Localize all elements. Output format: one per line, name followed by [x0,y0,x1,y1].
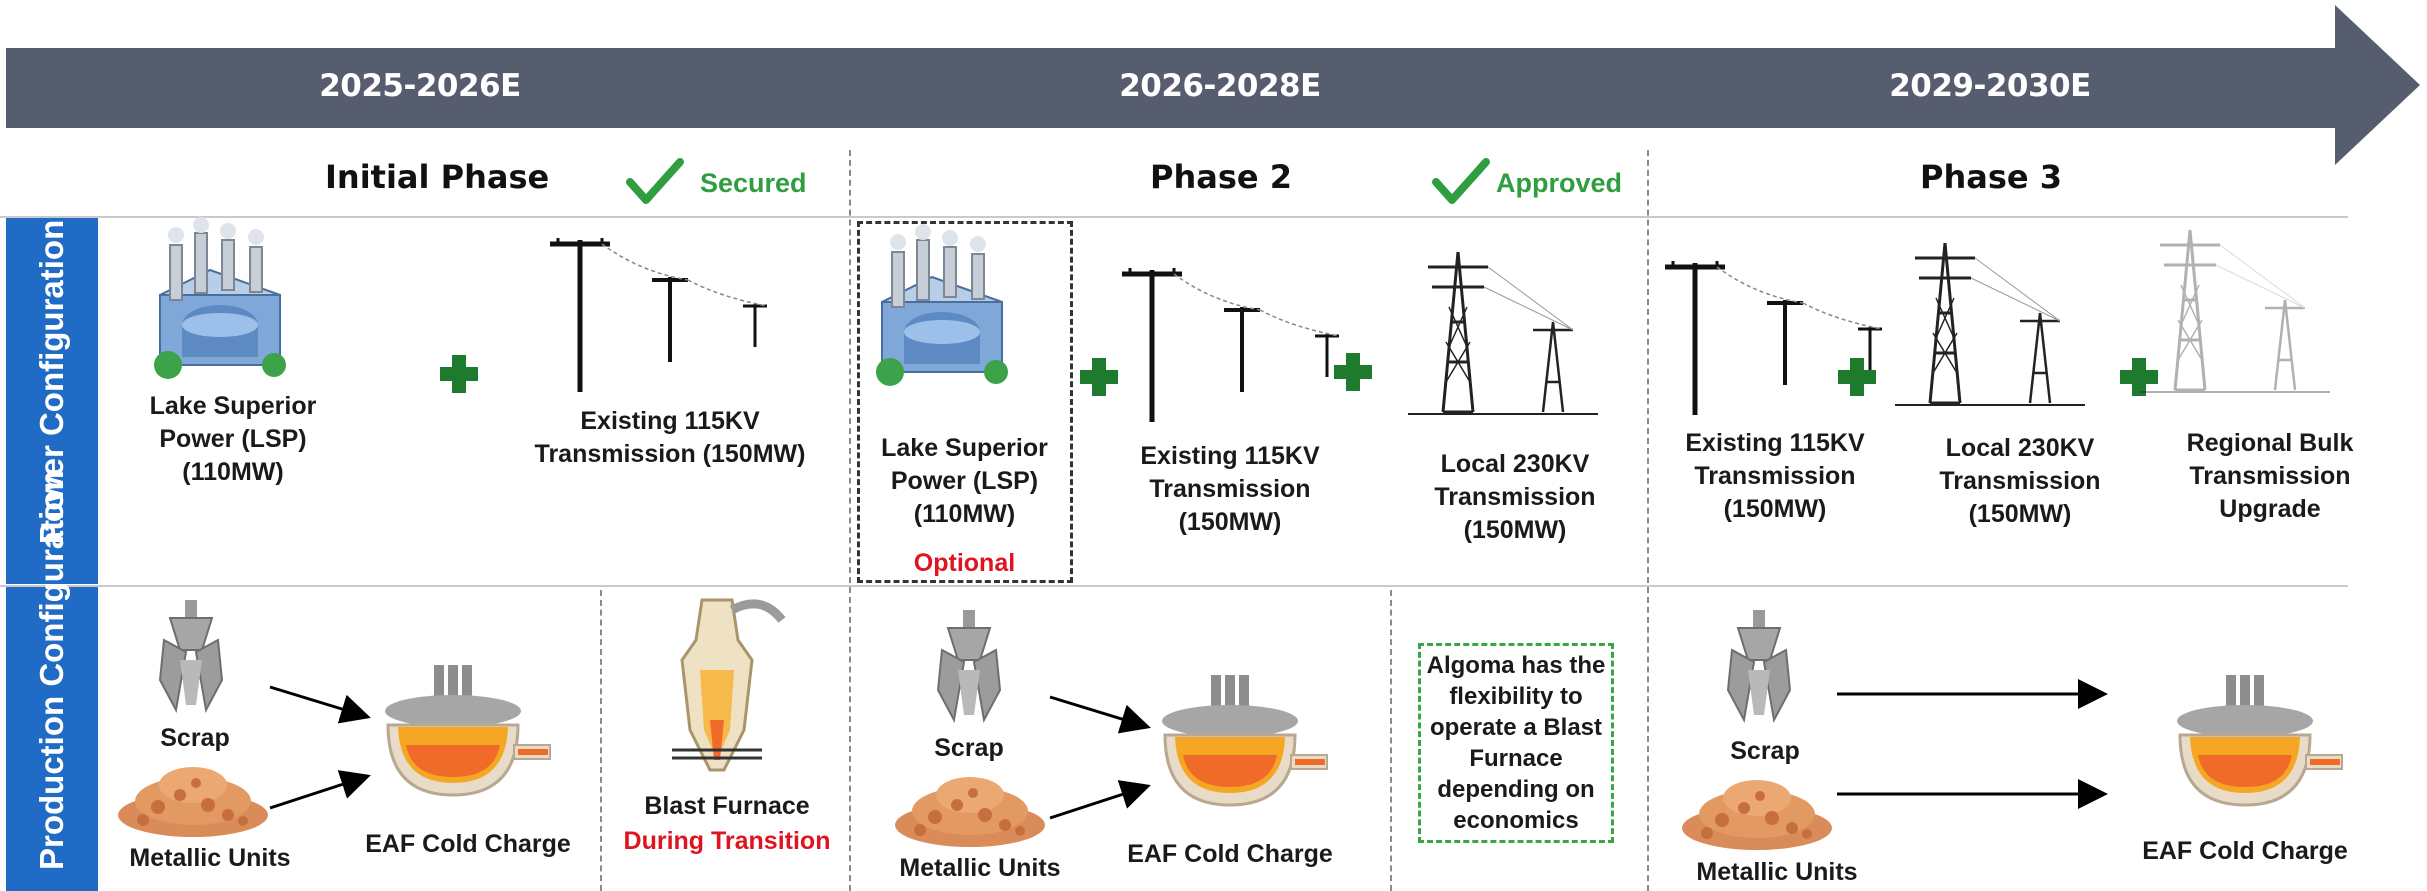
crane-grab-icon [1727,609,1791,721]
flexibility-note: Algoma has the flexibility to operate a … [1418,643,1614,843]
arrow-icon [1837,779,2108,809]
timeline-period-1: 2025-2026E [319,68,521,104]
production-band-label: Production Configuration [33,470,70,870]
plus-icon [1080,358,1118,396]
power-pole-icon [1665,255,1885,425]
ore-pile-icon [895,777,1045,847]
phase-title-phase2: Phase 2 [1150,158,1292,196]
arrow-icon [1837,679,2108,709]
initial-blast-note: During Transition [623,827,831,855]
status-secured: Secured [700,168,807,198]
checkmark-icon [1434,158,1494,208]
power-band: Power Configuration [6,218,98,584]
phase3-eaf-label: EAF Cold Charge [2142,837,2348,865]
pylon-icon [2138,228,2332,394]
initial-blast-label: Blast Furnace [644,792,810,820]
row-divider-top [0,216,2348,218]
timeline-period-3: 2029-2030E [1889,68,2091,104]
initial-eaf-label: EAF Cold Charge [365,830,571,858]
pylon-icon [1406,250,1600,416]
initial-production-divider [600,590,602,891]
initial-metallic-label: Metallic Units [129,844,291,872]
ore-pile-icon [118,767,268,837]
checkmark-icon [628,158,688,208]
plus-icon [440,355,478,393]
factory-icon [153,216,287,380]
factory-icon [875,223,1009,387]
production-band: Production Configuration [6,470,98,891]
blast-furnace-icon [672,600,792,780]
row-divider-middle [0,585,2348,587]
phase3-scrap-label: Scrap [1730,737,1800,765]
phase-title-phase3: Phase 3 [1920,158,2062,196]
arrow-icon [1049,695,1151,734]
phase2-eaf-label: EAF Cold Charge [1127,840,1333,868]
timeline-arrow [6,5,2420,165]
eaf-furnace-icon [1160,673,1329,807]
initial-transmission-label: Existing 115KV Transmission (150MW) [534,407,806,468]
phase2-lsp-optional: Optional [913,549,1016,577]
crane-grab-icon [159,599,223,711]
phase2-existing-label: Existing 115KV Transmission (150MW) [1140,442,1320,536]
phase3-metallic-label: Metallic Units [1696,858,1858,886]
initial-lsp-label: Lake Superior Power (LSP) (110MW) [149,392,317,486]
arrow-icon [269,770,371,810]
power-pole-icon [550,232,790,402]
crane-grab-icon [937,609,1001,721]
phase3-regional-label: Regional Bulk Transmission Upgrade [2186,429,2354,523]
power-pole-icon [1122,262,1342,432]
initial-scrap-label: Scrap [160,724,230,752]
timeline-period-2: 2026-2028E [1119,68,1321,104]
eaf-furnace-icon [2175,673,2344,807]
plus-icon [1334,353,1372,391]
ore-pile-icon [1682,780,1832,850]
optional-lsp-box [857,221,1073,583]
phase2-local-label: Local 230KV Transmission (150MW) [1434,450,1596,544]
phase2-scrap-label: Scrap [934,734,1004,762]
eaf-furnace-icon [383,663,552,797]
phase2-metallic-label: Metallic Units [899,854,1061,882]
phase3-existing-label: Existing 115KV Transmission (150MW) [1685,429,1865,523]
status-approved: Approved [1496,168,1623,198]
plus-icon [1838,358,1876,396]
phase2-lsp-label: Lake Superior Power (LSP) (110MW) [881,434,1048,528]
phase-divider-2 [1647,150,1649,891]
phase-title-initial: Initial Phase [325,158,550,196]
arrow-icon [1049,780,1151,820]
arrow-icon [269,685,371,724]
phase-divider-1 [849,150,851,891]
pylon-icon [1893,241,2087,407]
phase2-production-divider [1390,590,1392,891]
phase3-local-label: Local 230KV Transmission (150MW) [1939,434,2101,528]
